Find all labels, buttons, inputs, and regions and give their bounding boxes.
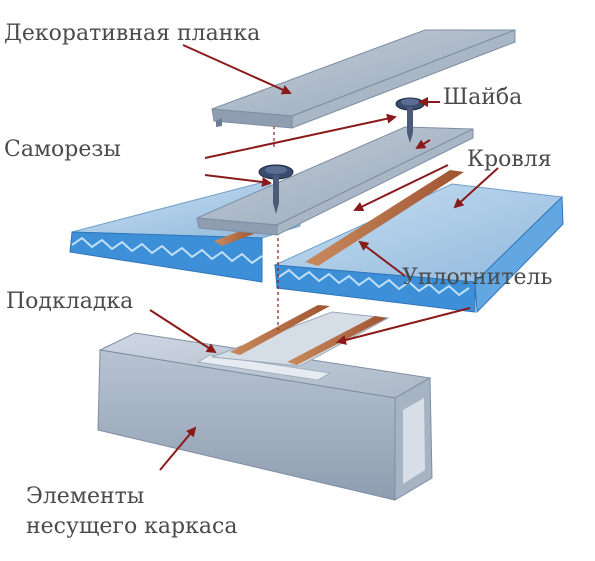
label-washer: Шайба xyxy=(443,85,522,110)
arrow-roofing-left xyxy=(353,164,449,212)
label-pad: Подкладка xyxy=(6,289,133,314)
decorative-strip xyxy=(211,29,516,129)
screw-left xyxy=(258,164,294,214)
label-roofing: Кровля xyxy=(467,147,552,172)
arrow-screws-upper xyxy=(204,113,397,159)
arrow-roofing-right xyxy=(453,167,499,209)
roof-sheet-right xyxy=(273,183,564,314)
arrow-washer-lower xyxy=(415,139,431,150)
leader-arrows xyxy=(149,44,499,471)
washer-icon xyxy=(395,97,425,143)
label-screws: Саморезы xyxy=(4,137,121,162)
label-decorative-strip: Декоративная планка xyxy=(4,21,260,46)
arrow-sealant-lower xyxy=(336,307,471,345)
arrow-sealant-upper xyxy=(358,240,406,277)
label-frame-line1: Элементы xyxy=(26,484,144,509)
frame-profile xyxy=(97,332,433,501)
label-sealant: Уплотнитель xyxy=(402,265,552,290)
label-frame-line2: несущего каркаса xyxy=(26,514,237,539)
arrow-frame xyxy=(159,426,197,471)
arrow-decorative-strip xyxy=(182,44,292,95)
arrow-pad xyxy=(149,309,217,354)
arrow-screws-lower xyxy=(204,174,272,187)
cover-plate xyxy=(196,126,474,236)
